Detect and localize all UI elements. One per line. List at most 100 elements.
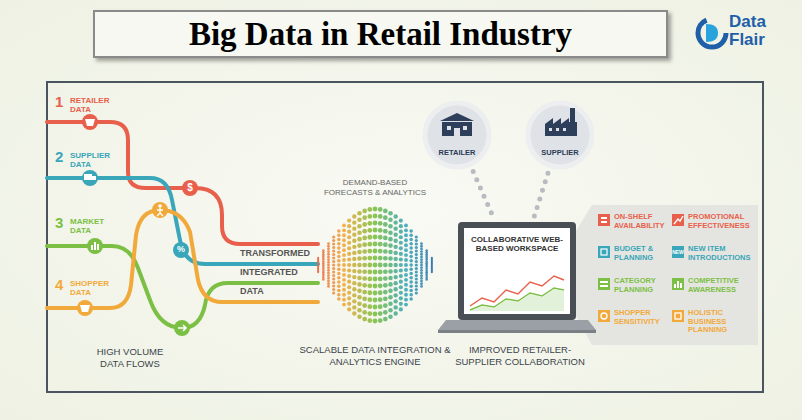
analytics-sphere [399, 263, 403, 267]
analytics-sphere [352, 275, 356, 279]
analytics-sphere [342, 273, 346, 277]
analytics-sphere [367, 228, 372, 233]
benefit-icon [600, 285, 608, 287]
analytics-sphere [388, 269, 393, 274]
analytics-sphere [332, 291, 335, 294]
projection-fan [574, 205, 758, 345]
stream-icon [97, 244, 99, 250]
factory-icon [556, 128, 559, 131]
analytics-sphere [415, 281, 418, 284]
analytics-sphere [420, 256, 423, 259]
logo-text: Flair [729, 31, 765, 49]
analytics-sphere [367, 214, 372, 219]
analytics-sphere [362, 209, 367, 214]
analytics-sphere [388, 224, 393, 229]
analytics-sphere [347, 285, 351, 289]
stream-name: SHOPPER DATA [70, 279, 116, 297]
analytics-sphere [317, 262, 319, 264]
stream-icon [84, 174, 92, 180]
analytics-sphere [373, 214, 378, 219]
analytics-sphere [332, 242, 335, 245]
analytics-sphere [317, 207, 433, 324]
analytics-sphere [431, 266, 433, 268]
benefit-icon [598, 278, 610, 290]
analytics-sphere [378, 304, 383, 309]
logo-icon [698, 19, 726, 47]
analytics-sphere [373, 270, 378, 275]
analytics-sphere [327, 261, 330, 264]
analytics-sphere [378, 297, 383, 302]
analytics-sphere [404, 243, 408, 247]
analytics-sphere [415, 284, 418, 287]
stream-icon [80, 305, 90, 312]
analytics-sphere [383, 269, 388, 274]
analytics-sphere [373, 291, 378, 296]
analytics-sphere [388, 263, 393, 268]
analytics-sphere [367, 276, 372, 281]
building-icon [442, 122, 472, 136]
analytics-sphere [352, 287, 356, 291]
analytics-sphere [420, 269, 423, 272]
analytics-sphere [357, 230, 362, 235]
benefit-icon [598, 310, 610, 322]
analytics-sphere [373, 207, 378, 212]
data-stream [47, 210, 318, 308]
data-stream [47, 246, 318, 328]
laptop [438, 330, 596, 333]
analytics-sphere [393, 251, 397, 255]
analytics-sphere [337, 263, 341, 267]
analytics-sphere [388, 250, 393, 255]
stream-icon [82, 170, 98, 186]
supplier-circle: SUPPLIER [528, 103, 592, 167]
analytics-sphere [367, 263, 372, 268]
benefit-icon [674, 216, 683, 224]
factory-icon [545, 118, 577, 136]
node-text: SUPPLIER [541, 149, 579, 158]
analytics-sphere [362, 229, 367, 234]
sphere-caption: DEMAND-BASED FORECASTS & ANALYTICS [319, 178, 431, 197]
analytics-sphere [342, 238, 346, 242]
logo-icon [706, 24, 718, 42]
analytics-sphere [337, 229, 341, 233]
analytics-sphere [431, 259, 433, 261]
benefit-icon [680, 283, 682, 288]
analytics-sphere [388, 308, 393, 313]
analytics-sphere [373, 242, 378, 247]
analytics-sphere [327, 266, 330, 269]
analytics-sphere [404, 233, 408, 237]
analytics-sphere [399, 274, 403, 278]
analytics-sphere [347, 296, 351, 300]
analytics-sphere [347, 268, 351, 272]
analytics-sphere [393, 263, 397, 267]
analytics-sphere [352, 239, 356, 243]
analytics-sphere [404, 248, 408, 252]
analytics-sphere [347, 235, 351, 239]
laptop [458, 222, 576, 320]
analytics-sphere [332, 288, 335, 291]
analytics-sphere [373, 312, 378, 317]
analytics-sphere [327, 274, 330, 277]
analytics-sphere [383, 236, 388, 241]
analytics-sphere [317, 267, 319, 269]
analytics-sphere [431, 258, 433, 260]
panel-border [47, 82, 763, 392]
analytics-sphere [383, 283, 388, 288]
analytics-sphere [399, 302, 403, 306]
analytics-sphere [342, 253, 346, 257]
analytics-sphere [342, 298, 346, 302]
benefit-icon [601, 221, 607, 223]
data-stream [47, 122, 318, 244]
analytics-sphere [378, 242, 383, 247]
analytics-sphere [431, 267, 433, 269]
party-circle [425, 103, 592, 167]
analytics-sphere [362, 249, 367, 254]
analytics-sphere [383, 215, 388, 220]
analytics-sphere [393, 220, 397, 224]
analytics-sphere [409, 280, 413, 284]
laptop [470, 289, 564, 311]
stream-icon [82, 114, 98, 130]
stream-icon [158, 204, 162, 208]
analytics-sphere [342, 283, 346, 287]
analytics-sphere [415, 235, 418, 238]
stream-number: 2 [55, 149, 63, 166]
